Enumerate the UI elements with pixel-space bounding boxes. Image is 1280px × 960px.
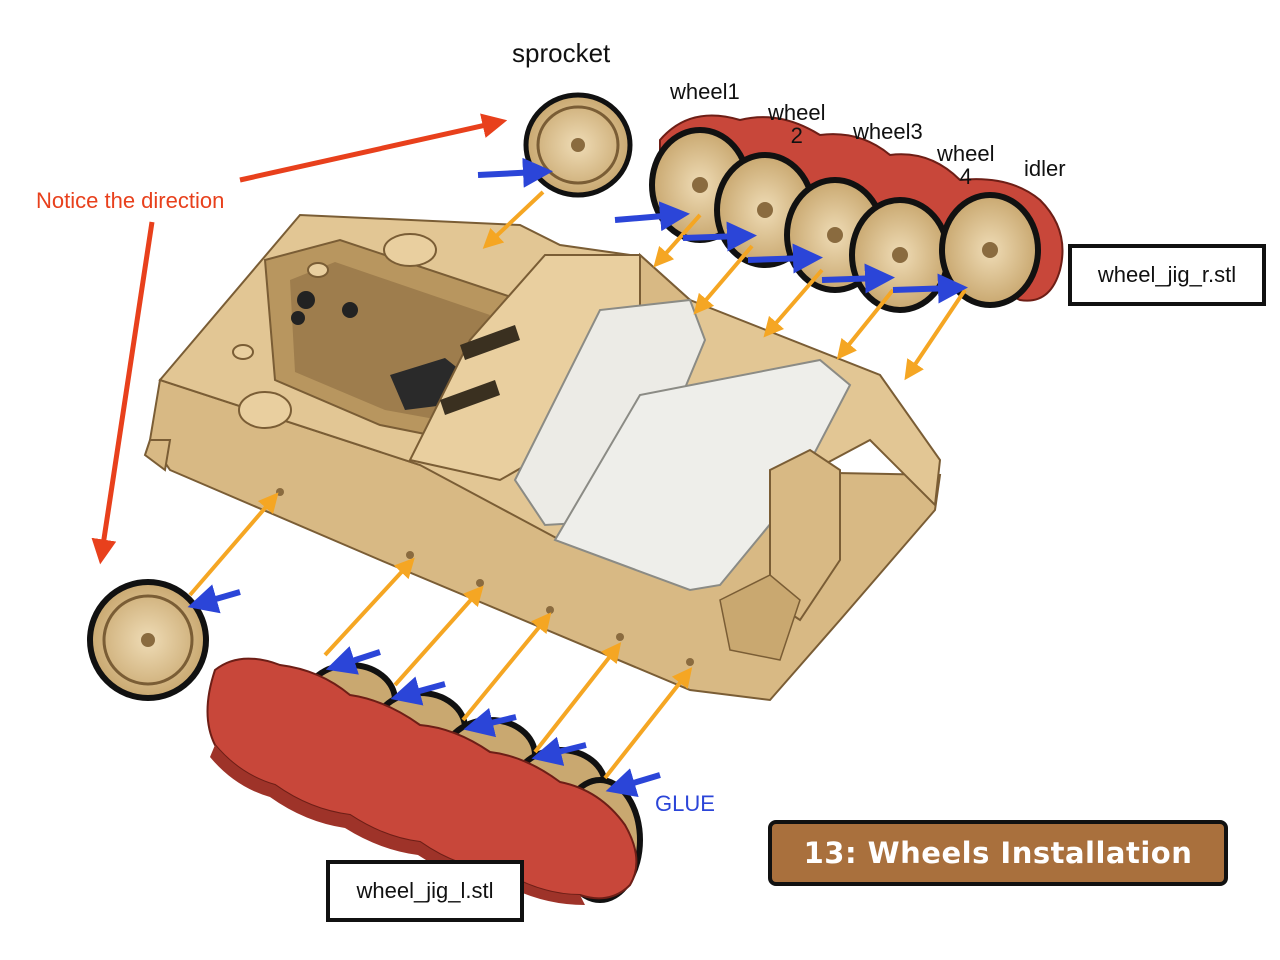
step-title-banner: 13: Wheels Installation bbox=[768, 820, 1228, 886]
right-idler-wheel bbox=[942, 195, 1038, 305]
left-jig-file-label: wheel_jig_l.stl bbox=[326, 860, 524, 922]
sprocket-label: sprocket bbox=[512, 40, 610, 67]
idler-label: idler bbox=[1024, 157, 1066, 180]
wheel2-label-line2: 2 bbox=[768, 124, 825, 147]
wheel2-label: wheel 2 bbox=[768, 101, 825, 147]
right-wheel-4 bbox=[852, 200, 948, 310]
wheel1-label: wheel1 bbox=[670, 80, 740, 103]
wheel3-label: wheel3 bbox=[853, 120, 923, 143]
wheel4-label-line1: wheel bbox=[937, 142, 994, 165]
wheel4-label-line2: 4 bbox=[937, 165, 994, 188]
glue-note: GLUE bbox=[655, 791, 715, 817]
notice-direction-note: Notice the direction bbox=[36, 188, 224, 214]
right-jig-file-label: wheel_jig_r.stl bbox=[1068, 244, 1266, 306]
left-sprocket bbox=[90, 582, 206, 698]
wheel2-label-line1: wheel bbox=[768, 101, 825, 124]
right-sprocket bbox=[526, 95, 630, 195]
wheel4-label: wheel 4 bbox=[937, 142, 994, 188]
